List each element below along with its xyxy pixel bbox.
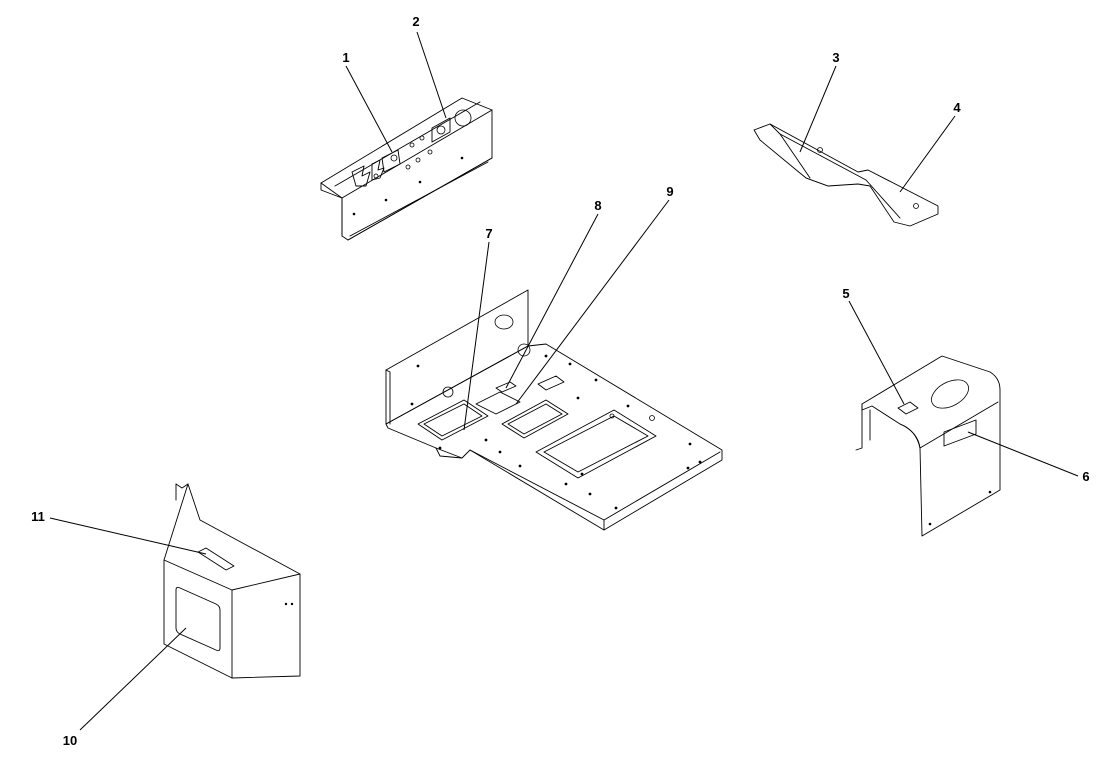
callout-5: 5 — [842, 286, 849, 301]
callout-2: 2 — [412, 14, 419, 29]
callout-11: 11 — [31, 509, 45, 524]
callout-1: 1 — [342, 50, 349, 65]
callout-4: 4 — [953, 100, 961, 115]
strap-bracket — [753, 123, 939, 227]
control-panel-bracket — [320, 97, 493, 241]
side-shroud — [163, 483, 301, 679]
callout-6: 6 — [1082, 469, 1089, 484]
callout-labels: 1 2 3 4 5 6 7 8 9 10 11 — [31, 14, 1089, 748]
leader-lines — [49, 31, 1079, 731]
engine-cover-hood — [855, 355, 1001, 537]
callout-9: 9 — [666, 184, 673, 199]
callout-8: 8 — [594, 198, 601, 213]
main-base-pan — [385, 289, 723, 531]
callout-7: 7 — [485, 226, 492, 241]
callout-3: 3 — [832, 50, 839, 65]
callout-10: 10 — [63, 733, 77, 748]
